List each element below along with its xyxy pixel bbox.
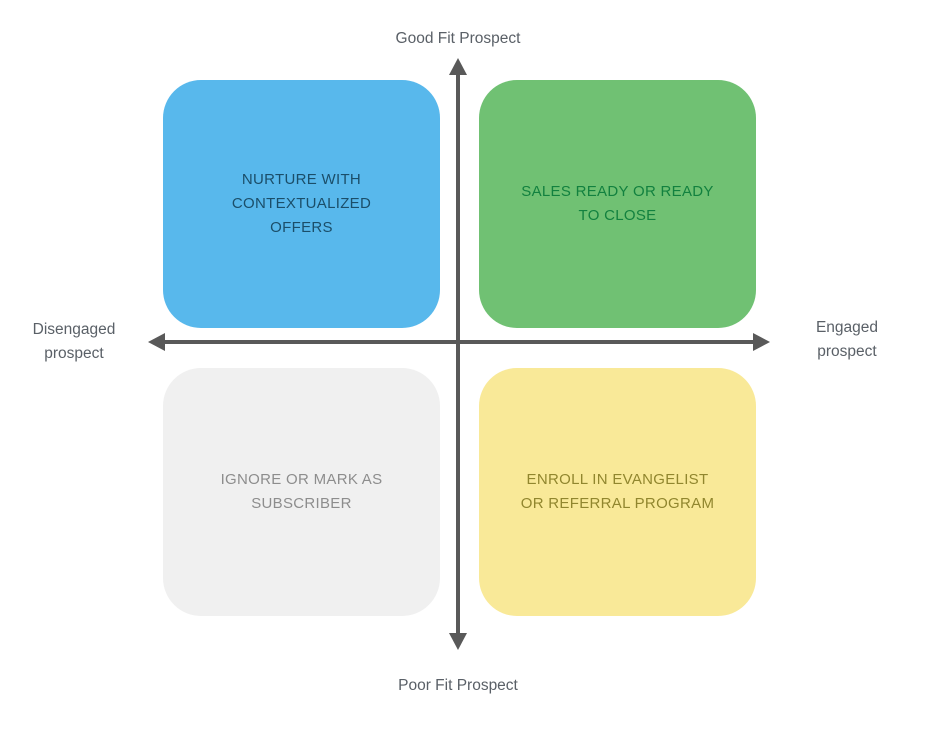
axis-label-line: Engaged	[815, 319, 879, 336]
x-axis-line	[160, 340, 758, 344]
quadrant-label-line: OFFERS	[270, 219, 333, 236]
axis-label-good-fit: Good Fit Prospect	[395, 30, 521, 47]
quadrant-ignore: IGNORE OR MARK AS SUBSCRIBER	[163, 368, 440, 616]
quadrant-sales-ready: SALES READY OR READY TO CLOSE	[479, 80, 756, 328]
arrow-down-icon	[449, 633, 467, 650]
quadrant-label-line: SUBSCRIBER	[251, 495, 352, 512]
quadrant-label-line: CONTEXTUALIZED	[231, 195, 372, 212]
quadrant-nurture-label: NURTURE WITH CONTEXTUALIZED OFFERS	[232, 168, 371, 240]
quadrant-label-line: NURTURE WITH	[241, 171, 362, 188]
quadrant-ignore-label: IGNORE OR MARK AS SUBSCRIBER	[221, 468, 383, 516]
quadrant-sales-ready-label: SALES READY OR READY TO CLOSE	[521, 180, 713, 228]
axis-label-line: Disengaged	[32, 321, 116, 338]
quadrant-label-line: TO CLOSE	[578, 207, 657, 224]
quadrant-label-line: OR REFERRAL PROGRAM	[520, 495, 715, 512]
axis-label-poor-fit: Poor Fit Prospect	[398, 677, 518, 694]
arrow-right-icon	[753, 333, 770, 351]
quadrant-label-line: ENROLL IN EVANGELIST	[526, 471, 709, 488]
arrow-left-icon	[148, 333, 165, 351]
y-axis-line	[456, 70, 460, 638]
quadrant-evangelist-label: ENROLL IN EVANGELIST OR REFERRAL PROGRAM	[521, 468, 715, 516]
axis-label-engaged: Engaged prospect	[781, 316, 913, 364]
quadrant-nurture: NURTURE WITH CONTEXTUALIZED OFFERS	[163, 80, 440, 328]
quadrant-label-line: IGNORE OR MARK AS	[220, 471, 383, 488]
arrow-up-icon	[449, 58, 467, 75]
axis-label-line: prospect	[44, 345, 104, 362]
axis-label-line: prospect	[817, 343, 877, 360]
quadrant-evangelist: ENROLL IN EVANGELIST OR REFERRAL PROGRAM	[479, 368, 756, 616]
axis-label-disengaged: Disengaged prospect	[8, 318, 140, 366]
quadrant-label-line: SALES READY OR READY	[521, 183, 714, 200]
